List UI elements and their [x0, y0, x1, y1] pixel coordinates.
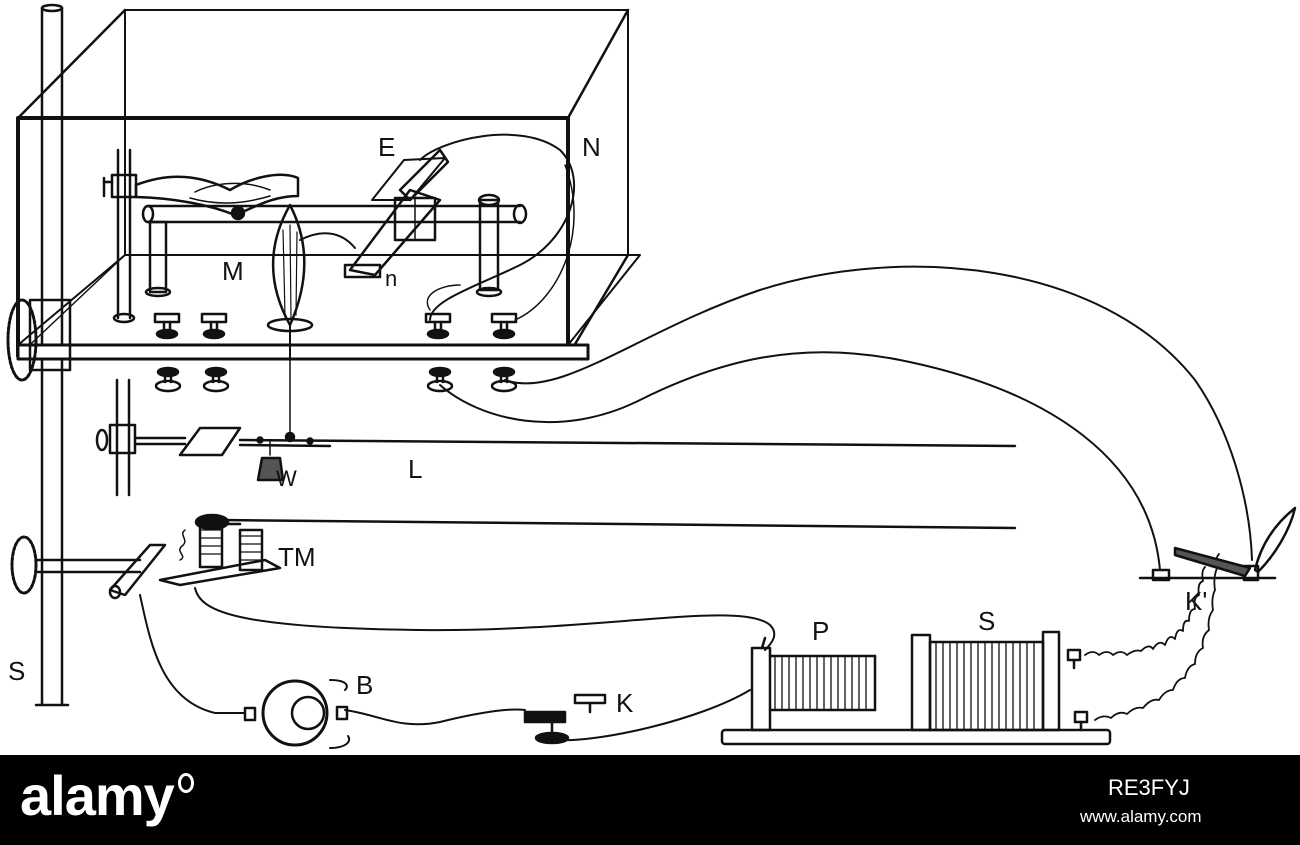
label-K: K	[616, 688, 634, 718]
site-url[interactable]: www.alamy.com	[1080, 807, 1202, 826]
electrodes	[299, 133, 576, 321]
label-S-stand: S	[8, 656, 25, 686]
glass-chamber	[16, 8, 641, 361]
key-k-prime	[1138, 506, 1297, 582]
label-M: M	[222, 256, 244, 286]
battery	[243, 679, 350, 749]
apparatus-drawing: E N M n W L TM S B K P S K'	[6, 3, 1297, 749]
apparatus-diagram: E N M n W L TM S B K P S K'	[6, 3, 1297, 749]
label-L: L	[408, 454, 422, 484]
time-marker	[108, 513, 1017, 600]
muscle	[266, 203, 314, 361]
label-n: n	[385, 266, 397, 291]
induction-coil	[720, 630, 1112, 746]
brand-mark-icon	[177, 773, 194, 793]
label-W: W	[276, 466, 297, 491]
binding-screws-bottom	[154, 366, 518, 393]
coiled-wires	[1084, 553, 1220, 721]
label-P: P	[812, 616, 829, 646]
label-B: B	[356, 670, 373, 700]
binding-screws-top	[153, 164, 575, 340]
lever	[95, 355, 1017, 497]
label-E: E	[378, 132, 395, 162]
electrode-rod	[141, 193, 528, 298]
label-TM: TM	[278, 542, 316, 572]
label-K-prime: K'	[1185, 586, 1207, 616]
key-k	[523, 693, 607, 745]
brand-text: alamy	[20, 764, 175, 827]
clamp-pillar	[102, 148, 138, 324]
wires	[139, 265, 1253, 742]
brand-logo[interactable]: alamy	[20, 763, 194, 828]
muscle-clamp	[134, 173, 300, 221]
watermark-footer: alamy RE3FYJ www.alamy.com	[0, 755, 1300, 845]
image-code: RE3FYJ	[1108, 775, 1190, 800]
label-S-coil: S	[978, 606, 995, 636]
stand-wheels	[6, 298, 142, 595]
label-N: N	[582, 132, 601, 162]
